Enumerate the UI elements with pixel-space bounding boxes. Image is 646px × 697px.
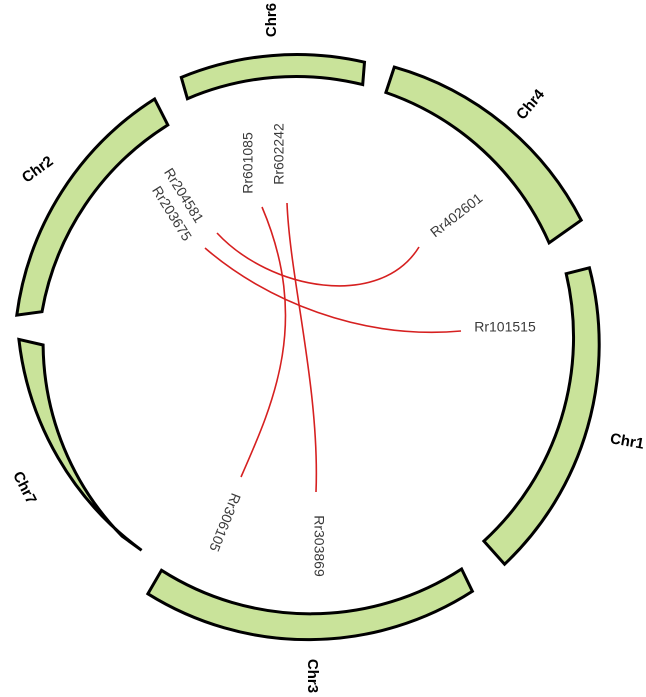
gene-label-rr303869: Rr303869	[311, 515, 327, 577]
chromosome-labels: Chr6 Chr4 Chr1 Chr3 Chr7 Chr2	[9, 3, 645, 693]
chromosome-label-chr3: Chr3	[304, 659, 321, 693]
chromosome-ring	[15, 53, 601, 642]
chromosome-arc-chr4	[384, 65, 584, 246]
synteny-links	[204, 202, 462, 493]
gene-label-rr601085: Rr601085	[240, 132, 256, 194]
gene-label-rr402601: Rr402601	[427, 190, 485, 241]
link-rr204581-rr402601	[216, 232, 420, 287]
chromosome-label-chr1: Chr1	[609, 430, 646, 453]
gene-labels: Rr602242 Rr601085 Rr402601 Rr101515 Rr30…	[149, 123, 536, 577]
chromosome-arc-chr7	[17, 337, 143, 552]
link-rr601085-rr306105	[240, 206, 287, 478]
chromosome-arc-chr6	[179, 53, 367, 101]
gene-label-rr602242: Rr602242	[271, 123, 287, 185]
chromosome-label-chr4: Chr4	[513, 86, 548, 124]
chromosome-arc-chr2	[15, 96, 170, 317]
gene-label-rr101515: Rr101515	[474, 319, 536, 335]
chromosome-arc-chr3	[145, 566, 475, 642]
link-rr602242-rr303869	[286, 202, 318, 493]
chromosome-arc-chr1	[481, 265, 601, 567]
gene-label-rr306105: Rr306105	[206, 491, 244, 554]
chromosome-label-chr7: Chr7	[9, 469, 40, 507]
chromosome-label-chr2: Chr2	[19, 153, 57, 187]
chromosome-label-chr6: Chr6	[263, 3, 280, 37]
link-rr203675-rr101515	[204, 247, 462, 334]
